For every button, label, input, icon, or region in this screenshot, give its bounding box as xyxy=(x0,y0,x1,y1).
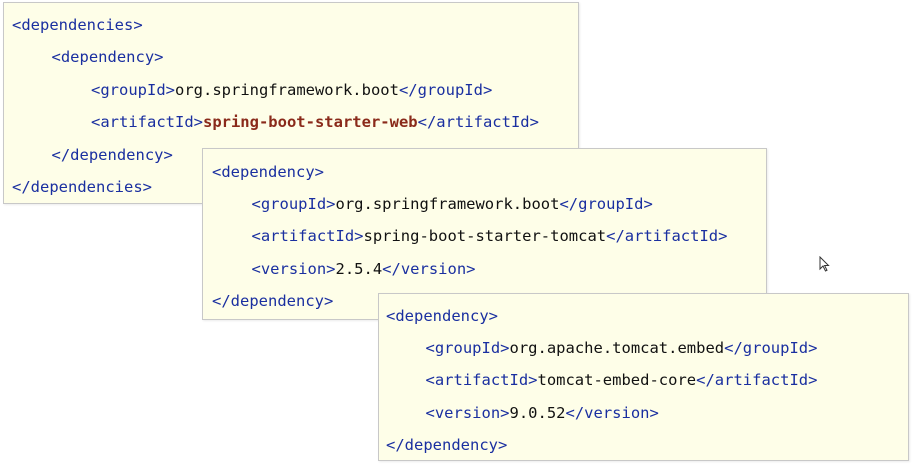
xml-value: 2.5.4 xyxy=(335,259,383,278)
code-line: <dependency> xyxy=(386,306,498,326)
xml-tag: <artifactId> xyxy=(251,227,364,246)
xml-value: org.springframework.boot xyxy=(335,195,560,214)
code-line: <groupId>org.springframework.boot</group… xyxy=(252,194,653,214)
xml-tag: <artifactId> xyxy=(425,371,538,390)
xml-tag: <groupId> xyxy=(425,339,510,358)
xml-tag: <groupId> xyxy=(251,195,336,214)
code-line: </dependency> xyxy=(52,145,173,165)
code-line: </dependency> xyxy=(212,291,333,311)
mouse-pointer-icon xyxy=(819,256,830,272)
xml-tag: </artifactId> xyxy=(417,113,539,132)
xml-tag: <version> xyxy=(251,259,336,278)
code-line: <artifactId>spring-boot-starter-tomcat</… xyxy=(252,226,728,246)
xml-tag: <dependency> xyxy=(51,48,164,67)
code-line: <groupId>org.springframework.boot</group… xyxy=(91,80,492,100)
xml-tag: <artifactId> xyxy=(91,113,203,132)
xml-tag: <dependency> xyxy=(386,307,498,325)
code-line: <artifactId>spring-boot-starter-web</art… xyxy=(91,112,539,132)
code-line: <groupId>org.apache.tomcat.embed</groupI… xyxy=(426,338,818,358)
code-line: <artifactId>tomcat-embed-core</artifactI… xyxy=(426,370,818,390)
xml-tag: </groupId> xyxy=(724,339,818,358)
xml-tag: </groupId> xyxy=(559,195,653,214)
code-panel-spring-boot-starter-tomcat: <dependency> <groupId>org.springframework… xyxy=(202,148,767,320)
code-line: <dependencies> xyxy=(12,15,143,35)
xml-tag: </dependency> xyxy=(212,291,334,310)
code-line: <dependency> xyxy=(52,47,164,67)
xml-tag: <groupId> xyxy=(91,80,175,99)
xml-tag: </artifactId> xyxy=(696,371,818,390)
xml-value: org.springframework.boot xyxy=(175,80,399,99)
xml-tag: </artifactId> xyxy=(606,227,728,246)
xml-tag: </dependencies> xyxy=(12,178,152,196)
code-line: <version>9.0.52</version> xyxy=(426,403,659,423)
xml-tag: </groupId> xyxy=(398,80,493,99)
xml-tag: </version> xyxy=(565,403,659,422)
code-line: <version>2.5.4</version> xyxy=(252,259,476,279)
code-panel-tomcat-embed-core: <dependency> <groupId>org.apache.tomcat.e… xyxy=(378,293,909,461)
xml-value: tomcat-embed-core xyxy=(537,371,697,390)
xml-tag: </dependency> xyxy=(386,435,508,454)
xml-tag: <version> xyxy=(425,403,510,422)
highlighted-value: spring-boot-starter-web xyxy=(202,113,418,132)
xml-tag: <dependency> xyxy=(212,163,324,181)
code-line: </dependency> xyxy=(386,435,507,455)
code-line: <dependency> xyxy=(212,162,324,182)
xml-value: org.apache.tomcat.embed xyxy=(509,339,725,358)
xml-tag: </dependency> xyxy=(51,145,173,164)
xml-tag: </version> xyxy=(382,259,476,278)
xml-tag: <dependencies> xyxy=(12,16,143,34)
xml-value: spring-boot-starter-tomcat xyxy=(363,227,607,246)
xml-value: 9.0.52 xyxy=(509,403,566,422)
code-line: </dependencies> xyxy=(12,177,152,197)
